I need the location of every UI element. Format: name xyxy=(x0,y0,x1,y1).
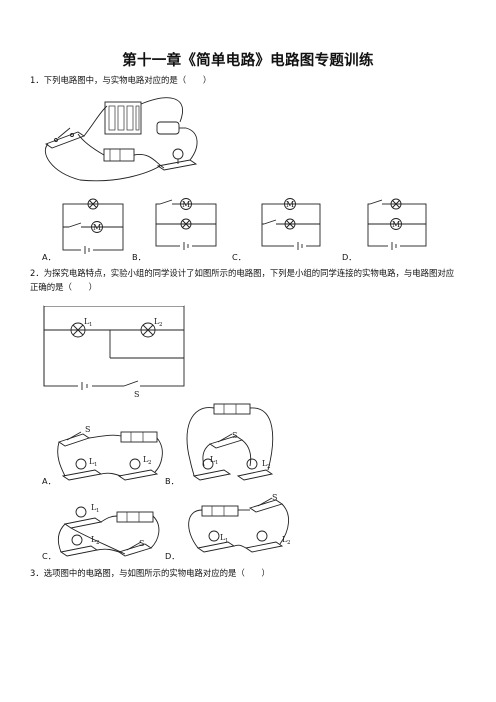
svg-text:1: 1 xyxy=(89,322,93,328)
svg-text:1: 1 xyxy=(225,538,229,544)
question-2-text: 2．为探究电路特点，实验小组的同学设计了如图所示的电路图，下列是小组的同学连接的… xyxy=(30,268,455,292)
q1-option-b[interactable]: B． xyxy=(132,252,146,262)
question-1-text: 1．下列电路图中，与实物电路对应的是（ ） xyxy=(30,75,212,85)
q1-option-d[interactable]: D． xyxy=(342,252,357,262)
svg-text:2: 2 xyxy=(148,460,152,466)
q1-option-c[interactable]: C． xyxy=(232,252,246,262)
svg-text:S: S xyxy=(134,390,139,399)
svg-text:L: L xyxy=(91,503,97,512)
q1-physical-circuit xyxy=(44,97,198,182)
svg-text:L: L xyxy=(282,535,288,544)
svg-text:L: L xyxy=(143,455,149,464)
svg-text:L: L xyxy=(154,317,160,326)
svg-text:L: L xyxy=(84,317,90,326)
q1-option-a[interactable]: A． xyxy=(42,252,56,262)
svg-text:M: M xyxy=(392,220,400,229)
q2-option-c[interactable]: C． xyxy=(42,551,56,561)
svg-text:S: S xyxy=(85,425,90,434)
svg-text:M: M xyxy=(182,200,190,209)
page-title: 第十一章《简单电路》电路图专题训练 xyxy=(122,52,374,69)
q2-option-a[interactable]: A． xyxy=(42,476,56,486)
svg-text:1: 1 xyxy=(215,460,219,466)
svg-text:2: 2 xyxy=(287,540,291,546)
svg-text:2: 2 xyxy=(159,322,163,328)
q2-option-b[interactable]: B． xyxy=(165,476,179,486)
svg-text:M: M xyxy=(93,223,101,232)
svg-text:L: L xyxy=(262,459,268,468)
q2-option-d[interactable]: D． xyxy=(165,551,180,561)
svg-text:S: S xyxy=(139,539,144,548)
svg-text:S: S xyxy=(232,431,237,440)
q1-option-c-diagram: M xyxy=(261,198,321,250)
svg-text:L: L xyxy=(220,533,226,542)
svg-text:S: S xyxy=(272,493,277,502)
svg-text:L: L xyxy=(210,455,216,464)
q1-option-a-diagram: M xyxy=(62,198,124,254)
q1-option-d-diagram: M xyxy=(367,198,427,250)
q1-option-b-diagram: M xyxy=(155,198,217,250)
svg-text:1: 1 xyxy=(94,462,98,468)
svg-text:2: 2 xyxy=(96,540,100,546)
svg-text:1: 1 xyxy=(96,508,100,514)
svg-text:L: L xyxy=(89,457,95,466)
svg-text:M: M xyxy=(286,200,294,209)
question-3-text: 3．选项图中的电路图，与如图所示的实物电路对应的是（ ） xyxy=(30,568,270,578)
